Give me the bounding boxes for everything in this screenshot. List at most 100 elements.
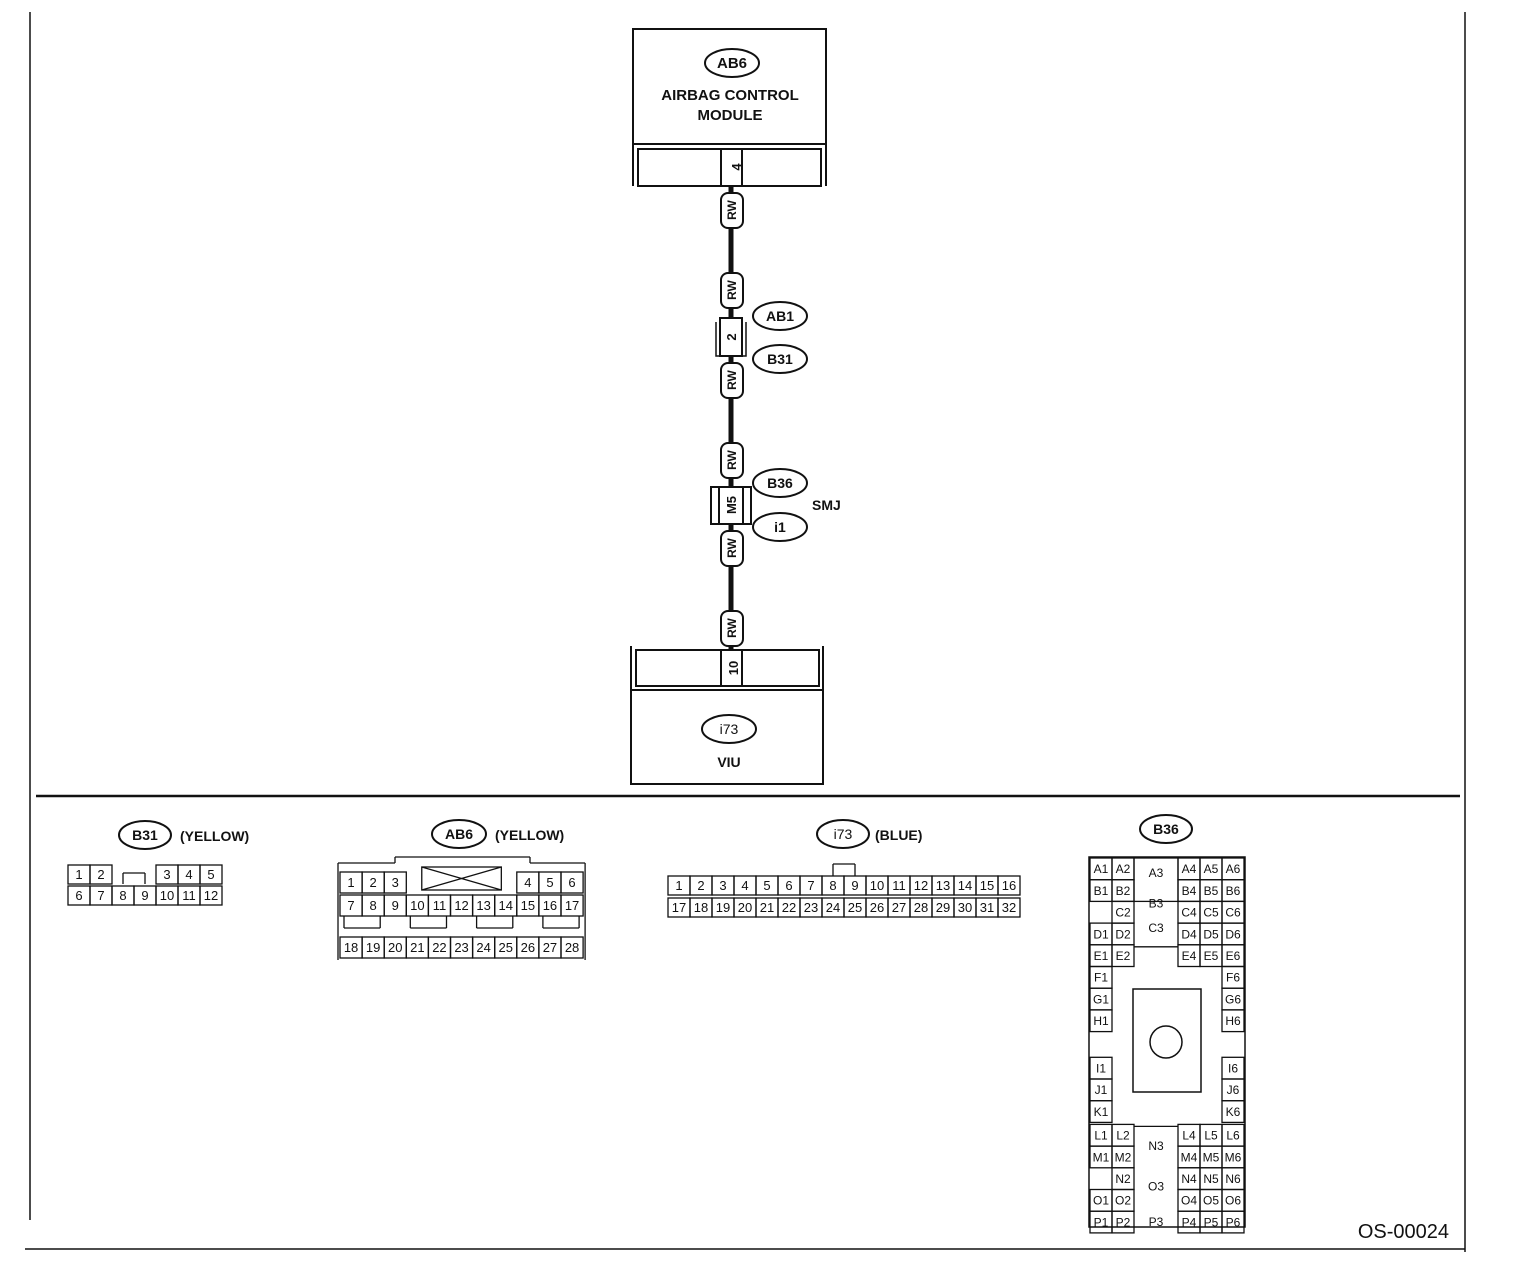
pin-label: B5	[1204, 884, 1219, 898]
pin-label: K6	[1226, 1105, 1241, 1119]
pin-label: 11	[433, 898, 447, 913]
pin-label: 17	[672, 900, 686, 915]
pin-label: 3	[719, 878, 726, 893]
pin-label: N6	[1225, 1172, 1241, 1186]
pin-label: 20	[738, 900, 752, 915]
pin-label: L6	[1226, 1129, 1240, 1143]
pin-label: 21	[410, 940, 424, 955]
pin-label: 18	[694, 900, 708, 915]
pin-label: P1	[1094, 1215, 1109, 1229]
pin-label: 8	[370, 898, 377, 913]
wire-label-3: RW	[720, 362, 744, 399]
pin-label: L5	[1204, 1129, 1218, 1143]
pin-label: O3	[1148, 1180, 1164, 1194]
pin-cell	[1221, 1210, 1245, 1234]
pin-label: 7	[97, 888, 104, 903]
pin-label: E4	[1182, 949, 1197, 963]
pin-cell	[560, 894, 584, 917]
wire-color: RW	[725, 617, 739, 637]
pin-label: 12	[204, 888, 218, 903]
module-pin-number: 4	[729, 163, 744, 171]
pin-label: 9	[141, 888, 148, 903]
center-window	[1132, 988, 1202, 1093]
connector-tag-label: i73	[834, 826, 853, 842]
connector-tag-b31	[118, 820, 172, 850]
pin-label: 18	[344, 940, 358, 955]
pin-label: P2	[1116, 1215, 1131, 1229]
pin-label: 13	[936, 878, 950, 893]
pin-label: 6	[568, 875, 575, 890]
pin-label: 23	[804, 900, 818, 915]
pin-cell	[560, 871, 584, 894]
pin-cell	[1089, 1009, 1113, 1033]
module-tag: AB6	[717, 55, 747, 72]
pin-label: L4	[1182, 1129, 1196, 1143]
pin-label: 5	[763, 878, 770, 893]
pin-label: 11	[892, 878, 906, 893]
pin-label: E1	[1094, 949, 1109, 963]
pin-label: A3	[1149, 866, 1164, 880]
connector-tag-b36	[752, 468, 808, 498]
pin-label: B6	[1226, 884, 1241, 898]
pin-label: 16	[1002, 878, 1016, 893]
pin-cell	[199, 864, 223, 885]
connector-tag-ab6	[704, 48, 760, 78]
pin-label: 14	[958, 878, 972, 893]
pin-label: 27	[543, 940, 557, 955]
pin-label: I1	[1096, 1061, 1106, 1075]
pin-label: C3	[1148, 921, 1164, 935]
pin-cell	[560, 936, 584, 959]
pin-label: 1	[75, 867, 82, 882]
connector-tag-b31	[752, 344, 808, 374]
pin-label: 17	[565, 898, 579, 913]
connector-tag-label: B36	[767, 475, 793, 491]
wire-label-5: RW	[720, 530, 744, 567]
pin-label: 2	[697, 878, 704, 893]
pin-label: 26	[870, 900, 884, 915]
pin-cell	[1089, 1100, 1113, 1124]
pin-label: 1	[347, 875, 354, 890]
pin-label: B3	[1149, 896, 1164, 910]
pin-label: 4	[524, 875, 531, 890]
pin-label: 1	[675, 878, 682, 893]
pin-label: P5	[1204, 1215, 1219, 1229]
module-connector-strip	[630, 646, 824, 690]
pin-label: 24	[476, 940, 490, 955]
pin-label: 10	[410, 898, 424, 913]
pin-label: J6	[1227, 1083, 1240, 1097]
pin-label: 28	[914, 900, 928, 915]
pin-label: H1	[1093, 1014, 1109, 1028]
pin-label: I6	[1228, 1061, 1238, 1075]
connector-tag-label: i1	[774, 519, 786, 535]
pin-label: 16	[543, 898, 557, 913]
connector-tag-b36	[1139, 814, 1193, 844]
connector-tag-label: B36	[1153, 821, 1179, 837]
wire-label-6: RW	[720, 610, 744, 647]
pin-label: 4	[185, 867, 192, 882]
pin-label: 9	[392, 898, 399, 913]
pin-label: 8	[119, 888, 126, 903]
wire-color: RW	[725, 449, 739, 469]
pin-label: N5	[1203, 1172, 1219, 1186]
connector-color: (BLUE)	[875, 827, 922, 843]
pin-label: P4	[1182, 1215, 1197, 1229]
pin-label: O1	[1093, 1194, 1109, 1208]
pin-label: 8	[829, 878, 836, 893]
pin-label: P6	[1226, 1215, 1241, 1229]
pin-cell	[1221, 1100, 1245, 1124]
wire-label-2: RW	[720, 272, 744, 309]
pin-label: 19	[716, 900, 730, 915]
pin-label: A5	[1204, 862, 1219, 876]
frame	[25, 12, 1466, 1252]
pin-label: 14	[499, 898, 513, 913]
connector-tag-label: AB1	[766, 308, 794, 324]
pin-label: D4	[1181, 927, 1197, 941]
pin-label: 15	[521, 898, 535, 913]
pin-label: 24	[826, 900, 840, 915]
